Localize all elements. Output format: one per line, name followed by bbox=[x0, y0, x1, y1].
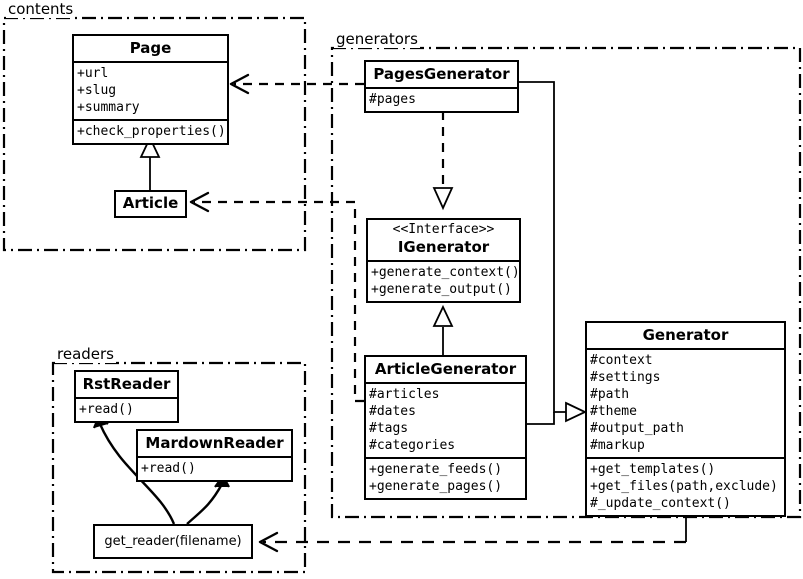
attribute-row: +slug bbox=[77, 83, 117, 98]
attribute-row: #categories bbox=[369, 438, 456, 453]
relationship-articlegenerator-generalizes-generator bbox=[527, 401, 588, 425]
operation-row: +read() bbox=[79, 402, 134, 417]
attribute-row: #path bbox=[590, 387, 630, 402]
attribute-row: #theme bbox=[590, 404, 637, 419]
attribute-row: #output_path bbox=[590, 421, 684, 436]
class-box-page[interactable]: Page +url +slug +summary +check_properti… bbox=[72, 34, 229, 145]
package-frame-contents bbox=[2, 16, 307, 252]
class-stereotype-igenerator: <<Interface>> bbox=[392, 222, 495, 237]
class-operations-mardownreader: +read() bbox=[138, 456, 291, 480]
class-attributes-articlegenerator: #articles #dates #tags #categories bbox=[366, 382, 525, 457]
class-box-igenerator[interactable]: <<Interface>> IGenerator +generate_conte… bbox=[366, 218, 521, 303]
attribute-row: #tags bbox=[369, 421, 409, 436]
class-operations-articlegenerator: +generate_feeds() +generate_pages() bbox=[366, 457, 525, 498]
relationship-article-generalizes-page bbox=[139, 135, 161, 190]
class-box-mardownreader[interactable]: MardownReader +read() bbox=[136, 429, 293, 482]
operation-row: #_update_context() bbox=[590, 496, 731, 511]
class-box-generator[interactable]: Generator #context #settings #path #them… bbox=[585, 321, 786, 517]
class-operations-generator: +get_templates() +get_files(path,exclude… bbox=[587, 457, 784, 515]
attribute-row: +url bbox=[77, 66, 109, 81]
class-operations-page: +check_properties() bbox=[74, 119, 227, 143]
operation-row: +get_files(path,exclude) bbox=[590, 479, 778, 494]
class-box-pagesgenerator[interactable]: PagesGenerator #pages bbox=[364, 60, 519, 113]
operation-row: +generate_pages() bbox=[369, 479, 503, 494]
class-name-articlegenerator: ArticleGenerator bbox=[374, 360, 517, 378]
class-name-igenerator: IGenerator bbox=[397, 238, 490, 256]
attribute-row: #articles bbox=[369, 387, 440, 402]
attribute-row: #context bbox=[590, 353, 653, 368]
class-attributes-pagesgenerator: #pages bbox=[366, 87, 517, 111]
attribute-row: #markup bbox=[590, 438, 645, 453]
class-name-article: Article bbox=[122, 194, 179, 212]
function-label-get-reader: get_reader(filename) bbox=[104, 534, 242, 549]
operation-row: +check_properties() bbox=[77, 124, 226, 139]
class-attributes-generator: #context #settings #path #theme #output_… bbox=[587, 348, 784, 457]
package-label-generators: generators bbox=[334, 30, 420, 48]
attribute-row: +summary bbox=[77, 100, 140, 115]
operation-row: +generate_context() bbox=[371, 265, 520, 280]
relationship-articlegenerator-realizes-igenerator bbox=[432, 304, 454, 355]
package-frame-readers bbox=[51, 361, 307, 574]
class-name-rstreader: RstReader bbox=[82, 375, 171, 393]
package-frame-generators bbox=[330, 46, 802, 519]
class-name-page: Page bbox=[129, 39, 172, 57]
operation-row: +generate_output() bbox=[371, 282, 512, 297]
relationship-getreader-creates-mardownreader bbox=[186, 474, 230, 525]
class-box-article[interactable]: Article bbox=[114, 190, 187, 218]
relationship-pagesgenerator-realizes-igenerator bbox=[432, 111, 454, 211]
attribute-row: #settings bbox=[590, 370, 661, 385]
class-box-articlegenerator[interactable]: ArticleGenerator #articles #dates #tags … bbox=[364, 355, 527, 500]
class-box-rstreader[interactable]: RstReader +read() bbox=[74, 370, 179, 423]
attribute-row: #dates bbox=[369, 404, 416, 419]
operation-row: +read() bbox=[141, 461, 196, 476]
relationship-pagesgenerator-generalizes-generator bbox=[519, 81, 566, 413]
function-box-get-reader[interactable]: get_reader(filename) bbox=[93, 524, 253, 559]
class-operations-igenerator: +generate_context() +generate_output() bbox=[368, 260, 520, 301]
operation-row: +generate_feeds() bbox=[369, 462, 503, 477]
class-operations-rstreader: +read() bbox=[76, 397, 177, 421]
package-label-readers: readers bbox=[55, 345, 116, 363]
attribute-row: #pages bbox=[369, 92, 416, 107]
class-name-pagesgenerator: PagesGenerator bbox=[373, 65, 510, 83]
relationship-articlegenerator-depends-article bbox=[189, 191, 364, 403]
class-name-mardownreader: MardownReader bbox=[145, 434, 284, 452]
class-name-generator: Generator bbox=[642, 326, 729, 344]
relationship-pagesgenerator-depends-page bbox=[229, 73, 364, 95]
class-attributes-page: +url +slug +summary bbox=[74, 61, 227, 119]
operation-row: +get_templates() bbox=[590, 462, 716, 477]
package-label-contents: contents bbox=[6, 0, 76, 18]
